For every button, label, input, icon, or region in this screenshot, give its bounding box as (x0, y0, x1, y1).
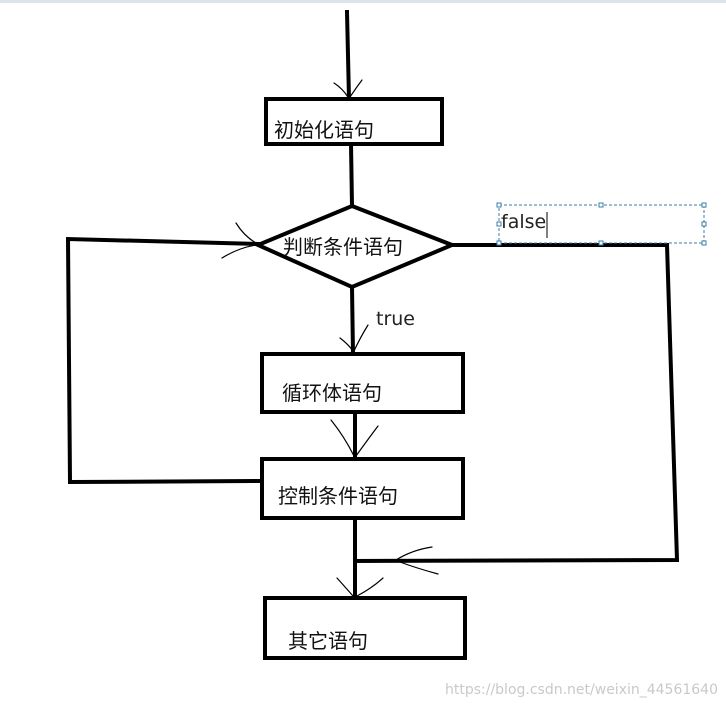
control-node-box (260, 457, 465, 520)
arrowhead-entry (333, 79, 363, 98)
arrowhead-true (339, 324, 369, 352)
false-edge-label[interactable]: false (501, 211, 547, 233)
resize-handle-w[interactable] (496, 221, 502, 227)
false-label-selection-box[interactable] (496, 202, 707, 246)
entry-arrow-line (344, 9, 352, 102)
resize-handle-nw[interactable] (496, 202, 502, 208)
init-to-condition-line (348, 141, 355, 209)
other-node-box (263, 596, 467, 660)
init-node-label: 初始化语句 (274, 118, 374, 142)
resize-handle-se[interactable] (701, 240, 707, 246)
loop-back-line (65, 236, 265, 485)
true-edge-label: true (376, 308, 415, 330)
resize-handle-n[interactable] (598, 202, 604, 208)
arrowhead-false (395, 546, 439, 575)
condition-node-label: 判断条件语句 (283, 235, 403, 259)
resize-handle-s[interactable] (598, 240, 604, 246)
init-node-box (264, 97, 444, 146)
body-node-box (260, 352, 465, 414)
watermark: https://blog.csdn.net/weixin_44561640 (444, 682, 718, 698)
condition-to-body-line (349, 284, 356, 357)
control-node-label: 控制条件语句 (278, 484, 398, 508)
resize-handle-e[interactable] (701, 221, 707, 227)
arrowhead-loop (221, 222, 257, 259)
arrowhead-body (330, 419, 379, 457)
resize-handle-sw[interactable] (496, 240, 502, 246)
false-branch-line (352, 243, 680, 564)
window-top-strip (0, 0, 726, 3)
other-node-label: 其它语句 (288, 629, 368, 653)
resize-handle-ne[interactable] (701, 202, 707, 208)
arrowhead-other (336, 577, 384, 597)
body-node-label: 循环体语句 (282, 381, 382, 405)
